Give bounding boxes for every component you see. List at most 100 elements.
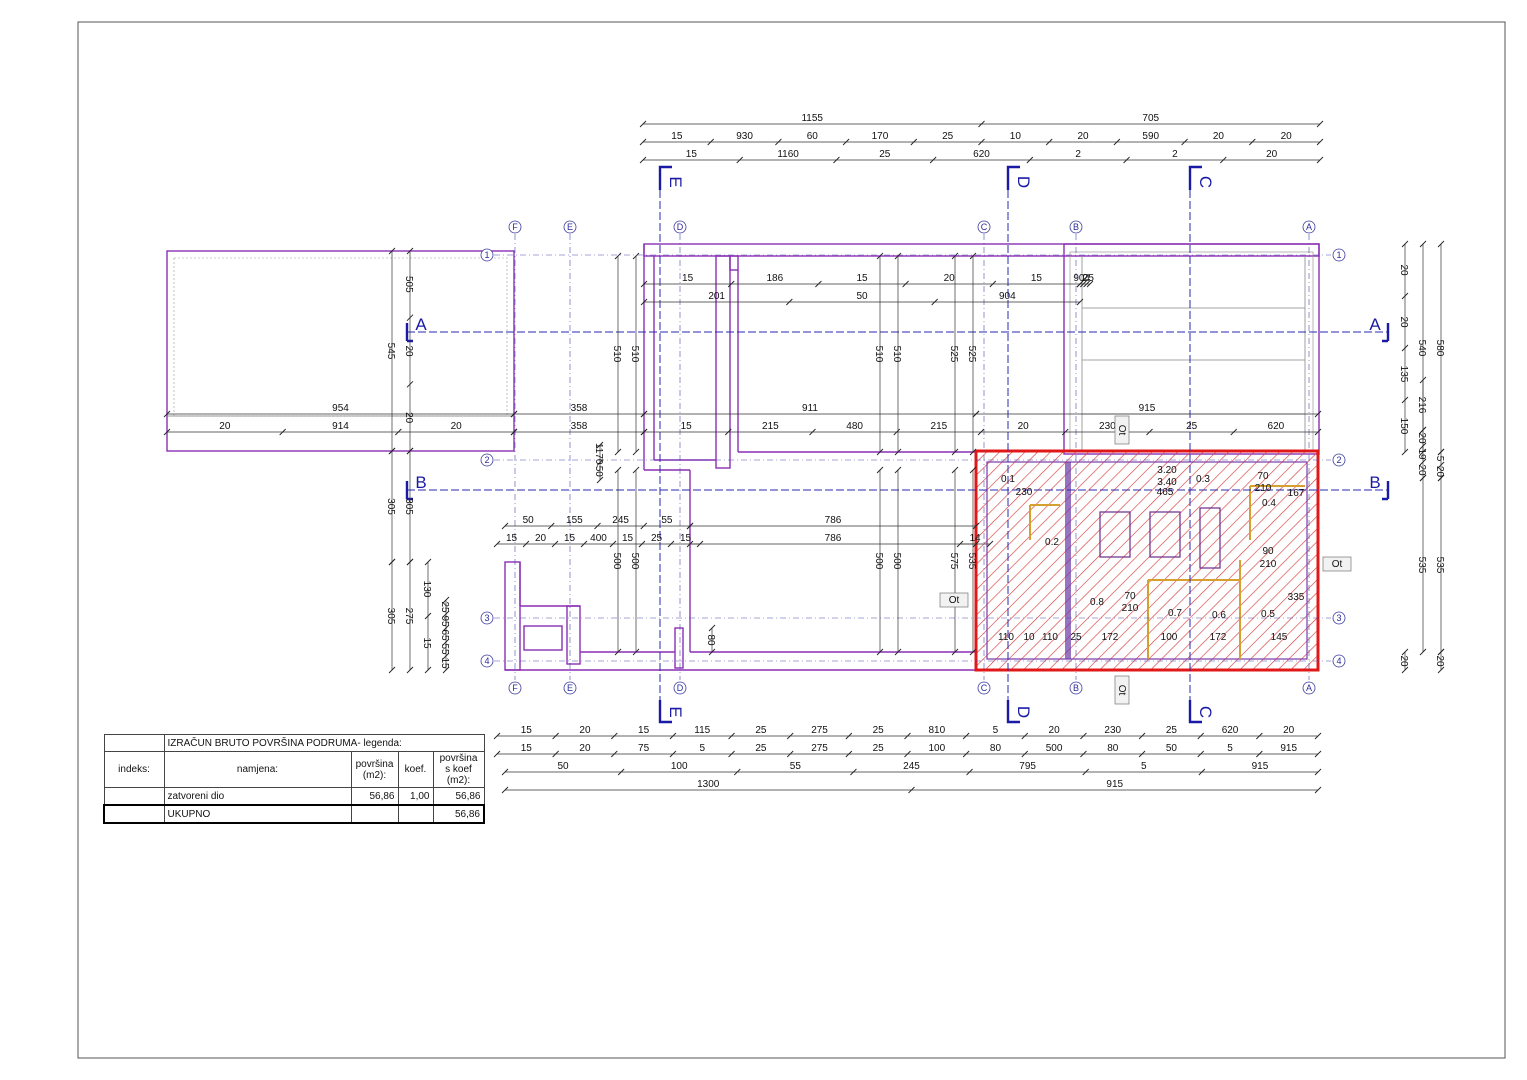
- dimension-label: 915: [1106, 779, 1123, 790]
- basement-dimension-label: 172: [1210, 632, 1227, 643]
- dimension-label: 100: [928, 743, 945, 754]
- dimension-tick: [1256, 732, 1263, 740]
- dimension-label: 500: [873, 553, 884, 570]
- dimension-label: 15: [439, 657, 450, 669]
- dimension-label: 19: [1416, 448, 1427, 460]
- axis-bubble: [977, 220, 991, 234]
- dimension-tick: [894, 648, 902, 656]
- section-marker-top: [1006, 165, 1020, 190]
- dimension-label: 15: [681, 421, 693, 432]
- dimension-tick: [728, 750, 735, 758]
- dimension-tick: [786, 732, 794, 740]
- basement-dimension-label: 3.20: [1157, 465, 1177, 476]
- dimension-tick: [894, 252, 902, 260]
- axis-bubble: [480, 248, 494, 262]
- basement-dimension-label: 335: [1288, 592, 1305, 603]
- header-coef: koef.: [397, 751, 434, 788]
- section-label: B: [1369, 473, 1380, 492]
- dimension-label: 25: [873, 743, 885, 754]
- dimension-tick: [406, 558, 414, 566]
- dimension-label: 20: [1434, 655, 1445, 667]
- dimension-tick: [388, 666, 396, 674]
- dimension-tick: [728, 732, 735, 740]
- dimension-tick: [669, 732, 677, 740]
- dimension-tick: [951, 448, 959, 456]
- dimension-label: 15: [680, 533, 692, 544]
- section-label: D: [1014, 706, 1033, 718]
- dimension-tick: [1316, 156, 1324, 164]
- dimension-tick: [632, 448, 640, 456]
- dimension-label: 25: [1166, 725, 1178, 736]
- axis-bubble: [1069, 681, 1083, 695]
- dimension-label: 50: [593, 466, 604, 478]
- dimension-label: 215: [931, 421, 948, 432]
- dimension-tick: [1437, 240, 1445, 248]
- dimension-label: 786: [825, 533, 842, 544]
- row-coef: 1,00: [397, 787, 434, 806]
- dimension-tick: [1401, 648, 1409, 656]
- axis-bubble: [563, 681, 577, 695]
- area-legend-table: IZRAČUN BRUTO POVRŠINA PODRUMA- legenda:…: [103, 734, 485, 824]
- dimension-label: 1155: [801, 113, 823, 124]
- basement-dimension-label: 90: [1262, 546, 1274, 557]
- dimension-tick: [522, 540, 530, 548]
- header-area-coef: površina s koef (m2):: [432, 751, 485, 788]
- dimension-tick: [956, 540, 964, 548]
- row-purpose: zatvoreni dio: [163, 787, 352, 806]
- axis-label: C: [981, 683, 988, 693]
- dimension-tick: [902, 280, 909, 288]
- dimension-tick: [876, 648, 884, 656]
- dimension-label: 915: [1280, 743, 1297, 754]
- dimension-tick: [1082, 768, 1090, 776]
- dimension-tick: [493, 540, 501, 548]
- dimension-tick: [969, 648, 977, 656]
- dimension-label: 2: [1082, 273, 1088, 284]
- dimension-tick: [424, 612, 432, 620]
- dimension-label: 95: [439, 615, 450, 627]
- basement-dimension-label: 465: [1157, 487, 1174, 498]
- total-coef: [397, 804, 434, 824]
- dimension-label: 930: [736, 131, 753, 142]
- dimension-tick: [1316, 138, 1324, 146]
- dimension-label: 535: [966, 553, 977, 570]
- legend-total-row: UKUPNO 56,86: [103, 804, 485, 824]
- dimension-label: 525: [966, 346, 977, 363]
- total-area: [350, 804, 399, 824]
- axis-label: 3: [484, 613, 489, 623]
- dimension-tick: [1083, 280, 1090, 288]
- dimension-label: 545: [385, 343, 396, 360]
- dimension-tick: [614, 648, 622, 656]
- dimension-tick: [845, 732, 853, 740]
- dimension-label: 150: [1398, 418, 1409, 435]
- dimension-label: 25: [755, 725, 767, 736]
- dimension-tick: [640, 428, 648, 436]
- basement-dimension-label: 110: [998, 632, 1014, 643]
- dimension-label: 510: [629, 346, 640, 363]
- header-purpose: namjena:: [163, 751, 352, 788]
- dimension-label: 15: [682, 273, 694, 284]
- dimension-label: 25: [755, 743, 767, 754]
- section-label: E: [666, 706, 685, 717]
- dimension-tick: [1401, 396, 1409, 404]
- section-marker-bottom: [658, 700, 672, 724]
- dimension-tick: [640, 280, 648, 288]
- dimension-tick: [736, 156, 744, 164]
- dimension-tick: [1437, 648, 1445, 656]
- dimension-tick: [969, 448, 977, 456]
- dimension-label: 230: [1104, 725, 1121, 736]
- dimension-tick: [617, 768, 625, 776]
- dimension-label: 620: [1222, 725, 1239, 736]
- sheet-frame: [77, 21, 1506, 1059]
- dimension-tick: [978, 120, 985, 128]
- axis-bubble: [673, 220, 687, 234]
- axis-label: 1: [1336, 250, 1341, 260]
- dimension-tick: [632, 252, 640, 260]
- dimension-tick: [686, 522, 694, 530]
- dimension-label: 15: [421, 637, 432, 649]
- dimension-tick: [1314, 428, 1322, 436]
- axis-label: E: [567, 683, 573, 693]
- dimension-tick: [614, 448, 622, 456]
- dimension-label: 1170: [593, 443, 604, 465]
- basement-dimension-label: 0.4: [1262, 498, 1276, 509]
